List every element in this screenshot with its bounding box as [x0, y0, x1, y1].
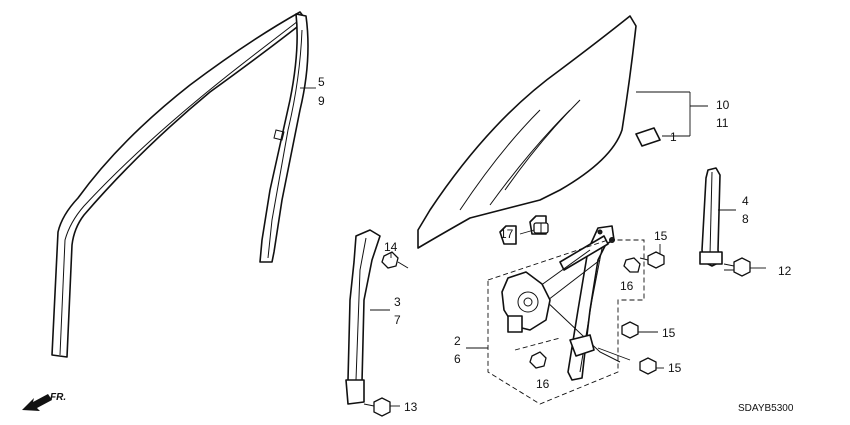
bolt-14 [381, 251, 409, 269]
direction-label: FR. [50, 392, 66, 403]
rear-lower-channel [699, 167, 723, 267]
callout-3: 3 [394, 295, 401, 309]
leader-lines [300, 87, 766, 407]
bolt-16-bottom [529, 351, 547, 369]
window-regulator [501, 225, 621, 381]
bolt-13 [363, 397, 391, 417]
callout-13: 13 [404, 400, 418, 414]
callout-15-top: 15 [654, 229, 668, 243]
callout-15-bottom: 15 [668, 361, 682, 375]
door-run-channel [51, 11, 309, 358]
callout-7: 7 [394, 313, 401, 327]
bolt-12 [723, 257, 751, 277]
callout-12: 12 [778, 264, 792, 278]
callout-16-bottom: 16 [536, 377, 550, 391]
callout-labels: 5 9 10 11 1 4 8 12 14 17 15 16 3 7 2 6 1… [50, 75, 794, 414]
diagram-code: SDAYB5300 [738, 403, 794, 414]
regulator-guide-line [514, 337, 561, 351]
callout-4: 4 [742, 194, 749, 208]
bolt-16-top [623, 257, 641, 273]
door-glass [417, 15, 637, 249]
glass-spacer [635, 127, 661, 147]
front-direction-arrow-icon [22, 394, 52, 411]
callout-15-mid: 15 [662, 326, 676, 340]
callout-5: 5 [318, 75, 325, 89]
callout-9: 9 [318, 94, 325, 108]
bolt-15-top [639, 251, 665, 269]
callout-10: 10 [716, 98, 730, 112]
bolt-15-bottom [639, 357, 657, 375]
callout-16-top: 16 [620, 279, 634, 293]
regulator-outline [487, 239, 645, 405]
front-lower-channel [345, 229, 381, 405]
callout-14: 14 [384, 240, 398, 254]
callout-8: 8 [742, 212, 749, 226]
callout-1: 1 [670, 130, 677, 144]
callout-17: 17 [500, 227, 514, 241]
callout-11: 11 [716, 116, 729, 130]
callout-6: 6 [454, 352, 461, 366]
bolt-15-mid [621, 321, 639, 339]
callout-2: 2 [454, 334, 461, 348]
bolt-17 [533, 222, 549, 234]
